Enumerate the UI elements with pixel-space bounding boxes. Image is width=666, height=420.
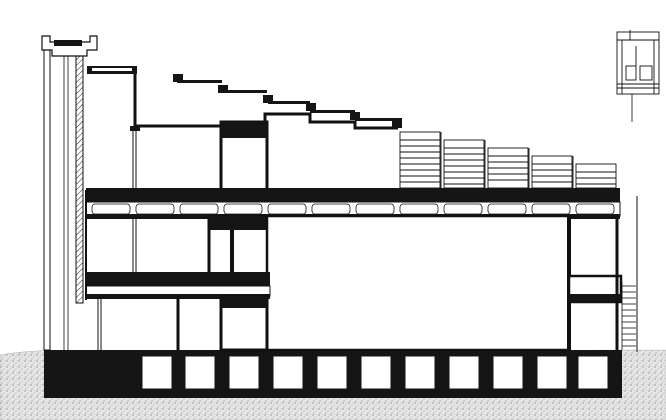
key-plan <box>616 30 660 122</box>
lower-floor <box>176 294 269 352</box>
louver-panel <box>575 163 617 189</box>
roof-louvers <box>399 131 617 190</box>
louver-panel <box>487 147 529 189</box>
basement-foundation <box>44 350 622 398</box>
floor-slab-upper <box>85 188 621 219</box>
left-wall <box>41 35 98 351</box>
louver-panel <box>531 155 573 189</box>
glazing <box>85 130 137 350</box>
upper-core <box>219 120 269 192</box>
stepped-roof <box>87 66 402 131</box>
basement-openings <box>141 355 609 390</box>
louver-panel <box>443 139 485 189</box>
exterior-stair <box>621 282 636 350</box>
louver-panel <box>399 131 441 189</box>
right-balcony <box>567 196 638 352</box>
